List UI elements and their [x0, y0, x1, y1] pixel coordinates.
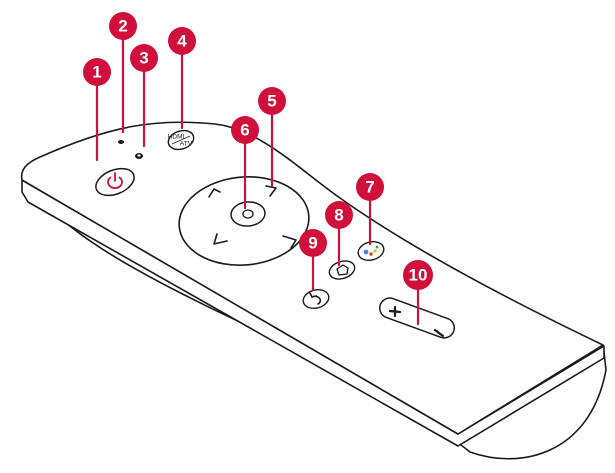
callout-leaders — [95, 36, 420, 326]
input-button[interactable]: HDMI ATV — [166, 127, 196, 152]
minus-icon[interactable] — [433, 328, 445, 338]
power-button[interactable] — [92, 163, 138, 200]
callout-1: 1 — [83, 58, 111, 86]
callouts: 1 2 3 4 5 6 7 8 — [83, 12, 433, 290]
power-icon — [107, 172, 123, 189]
google-assistant-icon — [363, 245, 379, 256]
chevron-left-icon[interactable] — [213, 233, 228, 245]
callout-label: 3 — [139, 49, 148, 68]
ok-button[interactable] — [230, 201, 266, 228]
callout-2: 2 — [109, 12, 137, 40]
assistant-button[interactable] — [356, 239, 386, 263]
callout-label: 9 — [308, 234, 317, 253]
chevron-right-icon[interactable] — [265, 185, 277, 197]
callout-label: 1 — [92, 63, 101, 82]
callout-label: 5 — [267, 92, 276, 111]
callout-3: 3 — [130, 44, 158, 72]
callout-label: 10 — [409, 266, 428, 285]
callout-7: 7 — [356, 173, 384, 201]
indicator-led — [118, 140, 124, 144]
callout-label: 8 — [334, 206, 343, 225]
callout-label: 4 — [177, 32, 187, 51]
callout-label: 6 — [240, 121, 249, 140]
dpad[interactable] — [175, 172, 312, 271]
back-arrow-icon — [309, 292, 322, 305]
callout-5: 5 — [258, 87, 286, 115]
callout-6: 6 — [231, 116, 259, 144]
input-label-atv: ATV — [180, 141, 193, 148]
chevron-down-icon[interactable] — [282, 235, 297, 249]
plus-icon[interactable] — [388, 305, 402, 318]
callout-9: 9 — [299, 229, 327, 257]
callout-8: 8 — [325, 201, 353, 229]
chevron-up-icon[interactable] — [208, 188, 221, 198]
callout-4: 4 — [168, 27, 196, 55]
home-icon — [336, 264, 349, 276]
callout-label: 7 — [365, 178, 374, 197]
callout-10: 10 — [403, 260, 433, 290]
callout-label: 2 — [118, 17, 127, 36]
microphone-hole — [135, 153, 143, 159]
input-label-hdmi: HDMI — [168, 134, 185, 141]
